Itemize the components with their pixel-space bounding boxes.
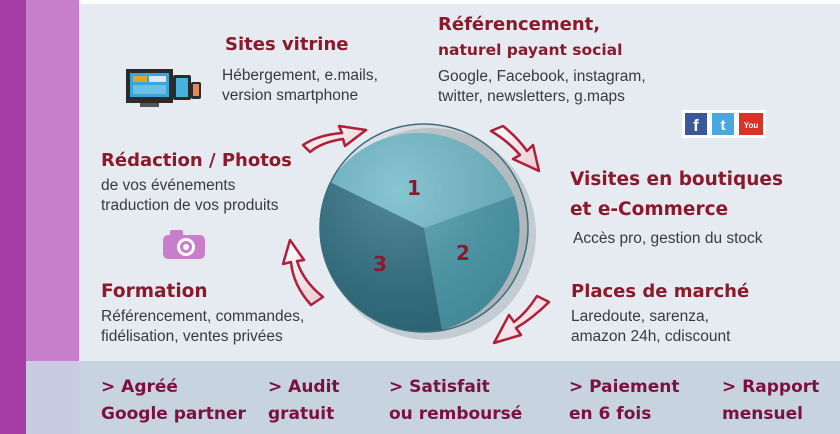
- visites-line-1: Accès pro, gestion du stock: [573, 230, 763, 247]
- social-icons: f t You: [682, 110, 766, 138]
- footer-item-satisfait[interactable]: > Satisfait ou remboursé: [389, 374, 522, 428]
- redaction-text: de vos événements traduction de vos prod…: [101, 176, 279, 216]
- footer-item-rapport[interactable]: > Rapport mensuel: [722, 374, 819, 428]
- footer-item-agree-line1: > Agréé: [101, 377, 178, 397]
- svg-text:f: f: [693, 116, 699, 135]
- wheel-label-3: 3: [373, 252, 387, 276]
- referencement-title: Référencement,: [438, 14, 601, 35]
- visites-title-1: Visites en boutiques: [570, 169, 783, 190]
- wheel-label-1: 1: [407, 176, 421, 200]
- formation-line-1: Référencement, commandes,: [101, 308, 305, 325]
- diagram-graphics: f t You: [126, 69, 766, 345]
- vitrine-line-2: version smartphone: [222, 87, 359, 104]
- referencement-text: Google, Facebook, instagram, twitter, ne…: [438, 67, 646, 107]
- footer-left-block: [26, 361, 79, 434]
- formation-title: Formation: [101, 281, 208, 302]
- footer-item-audit-line2: gratuit: [268, 404, 335, 424]
- visites-title-2: et e-Commerce: [570, 199, 729, 220]
- vitrine-title: Sites vitrine: [225, 34, 349, 55]
- referencement-line-2: twitter, newsletters, g.maps: [438, 88, 625, 105]
- cycle-arrows: [281, 124, 551, 345]
- footer-item-satisfait-line2: ou remboursé: [389, 404, 523, 424]
- wheel-label-2: 2: [456, 241, 470, 265]
- footer-item-rapport-line1: > Rapport: [722, 377, 820, 397]
- wheel: [319, 123, 529, 333]
- footer-item-agree[interactable]: > Agréé Google partner: [101, 374, 246, 428]
- places-line-1: Laredoute, sarenza,: [571, 308, 709, 325]
- places-text: Laredoute, sarenza, amazon 24h, cdiscoun…: [571, 307, 730, 347]
- referencement-line-1: Google, Facebook, instagram,: [438, 68, 646, 85]
- redaction-line-1: de vos événements: [101, 177, 236, 194]
- footer-item-paiement-line2: en 6 fois: [569, 404, 652, 424]
- footer-item-audit-line1: > Audit: [268, 377, 340, 397]
- footer-item-satisfait-line1: > Satisfait: [389, 377, 490, 397]
- facebook-icon[interactable]: [685, 113, 707, 135]
- arrow-left: [281, 238, 325, 307]
- devices-icon: [126, 69, 201, 107]
- places-line-2: amazon 24h, cdiscount: [571, 328, 731, 345]
- footer-item-audit[interactable]: > Audit gratuit: [268, 374, 340, 428]
- referencement-subtitle: naturel payant social: [438, 41, 623, 59]
- redaction-title: Rédaction / Photos: [101, 150, 292, 171]
- arrow-right: [489, 124, 541, 173]
- formation-line-2: fidélisation, ventes privées: [101, 328, 283, 345]
- visites-text: Accès pro, gestion du stock: [573, 229, 763, 249]
- formation-text: Référencement, commandes, fidélisation, …: [101, 307, 304, 347]
- footer-item-rapport-line2: mensuel: [722, 404, 803, 424]
- footer-bar: [79, 361, 840, 434]
- twitter-icon[interactable]: [712, 113, 734, 135]
- svg-text:You: You: [744, 121, 759, 130]
- svg-text:t: t: [721, 117, 726, 134]
- top-border: [79, 0, 840, 4]
- camera-icon: [163, 230, 205, 259]
- footer-item-paiement-line1: > Paiement: [569, 377, 680, 397]
- vitrine-line-1: Hébergement, e.mails,: [222, 67, 378, 84]
- redaction-line-2: traduction de vos produits: [101, 197, 279, 214]
- vitrine-text: Hébergement, e.mails, version smartphone: [222, 66, 378, 106]
- left-stripe-dark: [0, 0, 26, 434]
- arrow-bottom-right: [492, 294, 551, 345]
- places-title: Places de marché: [571, 281, 750, 302]
- youtube-icon[interactable]: [739, 113, 763, 135]
- arrow-top: [301, 124, 368, 154]
- footer-item-paiement[interactable]: > Paiement en 6 fois: [569, 374, 679, 428]
- footer-item-agree-line2: Google partner: [101, 404, 246, 424]
